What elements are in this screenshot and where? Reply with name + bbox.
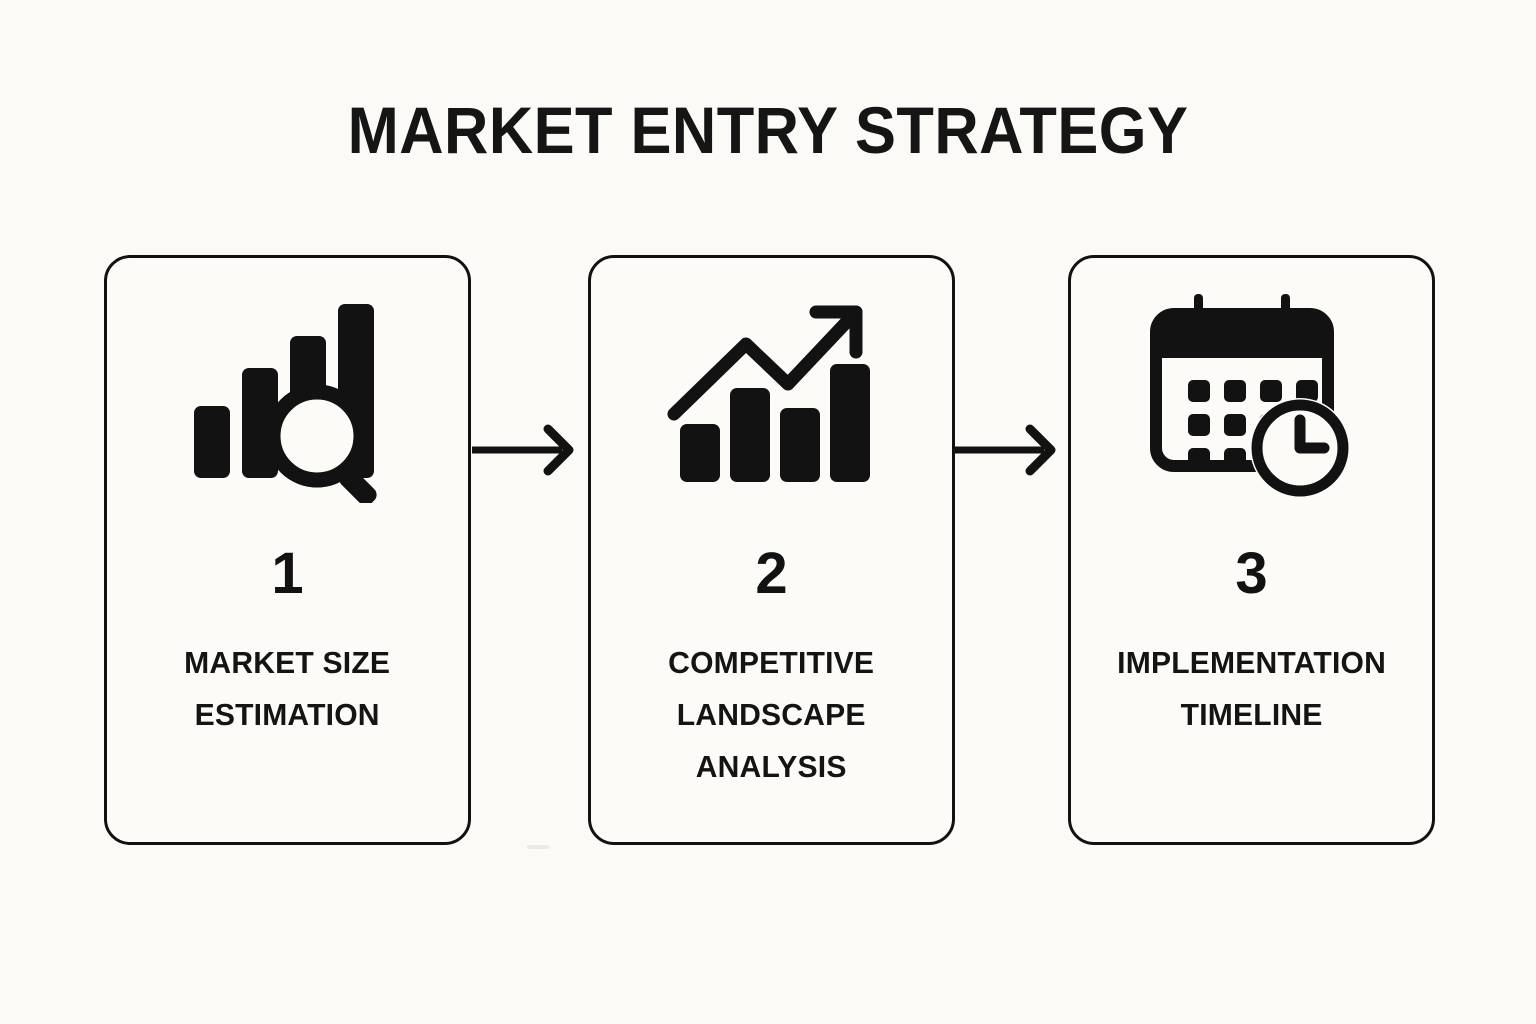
- step-label-line: MARKET SIZE: [184, 645, 391, 680]
- step-label-line: ESTIMATION: [194, 697, 381, 733]
- step-card-2[interactable]: 2 COMPETITIVE LANDSCAPE ANALYSIS: [588, 255, 955, 845]
- step-label-line: LANDSCAPE: [677, 697, 866, 733]
- page-artifact: [527, 845, 549, 849]
- step-label: IMPLEMENTATION TIMELINE: [1103, 637, 1399, 741]
- step-number: 2: [755, 541, 788, 606]
- arrow-right-icon: [470, 423, 586, 477]
- clock-glyph: [1250, 398, 1350, 498]
- calendar-clock-icon: [1144, 288, 1359, 503]
- step-label-line: COMPETITIVE: [668, 645, 875, 680]
- steps-row: 1 MARKET SIZE ESTIMATION: [104, 255, 1436, 847]
- step-label-line: ANALYSIS: [696, 749, 847, 785]
- step-number: 3: [1235, 541, 1268, 606]
- arrow-right-icon: [952, 423, 1068, 477]
- step-label: COMPETITIVE LANDSCAPE ANALYSIS: [655, 637, 888, 793]
- step-number: 1: [271, 541, 304, 606]
- magnifier-glyph: [265, 384, 377, 503]
- bar-chart-magnifier-icon: [180, 288, 395, 503]
- step-label-line: TIMELINE: [1180, 697, 1323, 733]
- step-label: MARKET SIZE ESTIMATION: [171, 637, 404, 741]
- growth-chart-arrow-icon: [664, 288, 879, 503]
- step-card-3[interactable]: 3 IMPLEMENTATION TIMELINE: [1068, 255, 1435, 845]
- step-card-1[interactable]: 1 MARKET SIZE ESTIMATION: [104, 255, 471, 845]
- page-title: MARKET ENTRY STRATEGY: [347, 93, 1189, 167]
- step-label-line: IMPLEMENTATION: [1117, 645, 1386, 680]
